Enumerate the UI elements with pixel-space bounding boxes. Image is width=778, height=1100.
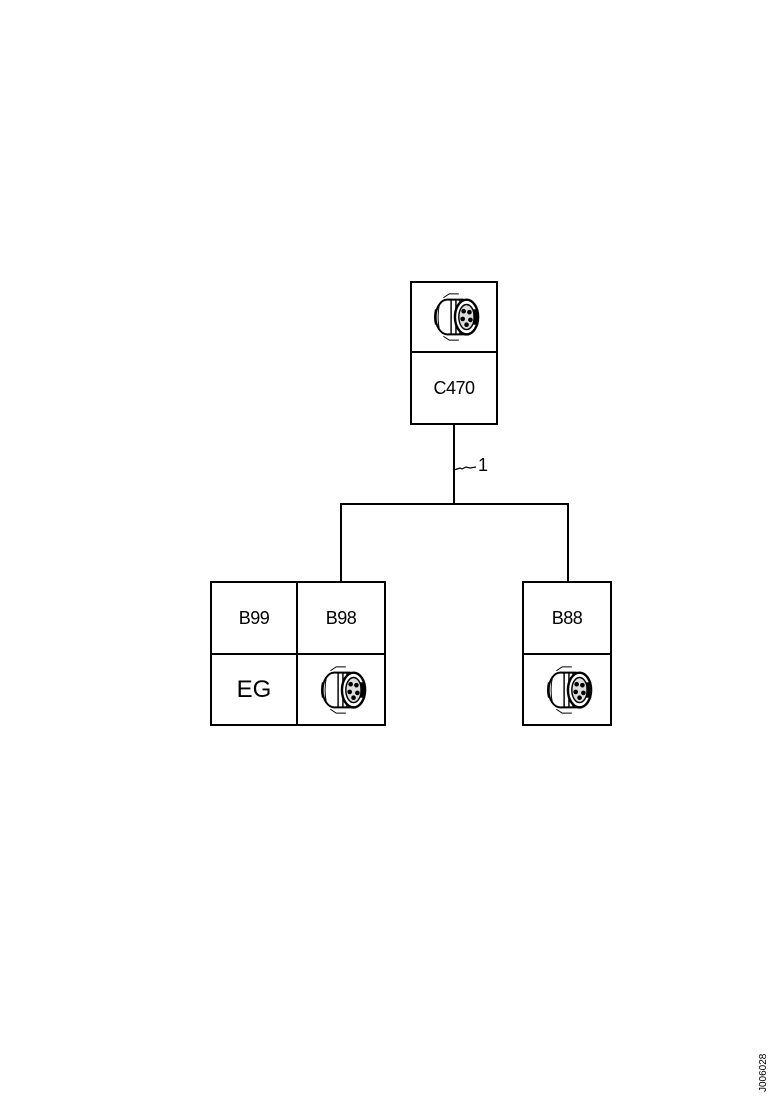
wire-bus: [340, 503, 569, 505]
round-connector-icon: [320, 665, 367, 714]
connector-b88-image-cell: [524, 655, 610, 724]
connector-b98-image-cell: [298, 655, 384, 724]
wire-left-branch: [340, 503, 342, 583]
connector-eg-label: EG: [212, 655, 298, 724]
connector-b88: B88: [522, 581, 612, 726]
connector-b98-label: B98: [298, 583, 384, 655]
wire-label: 1: [478, 455, 489, 475]
figure-id: J006028: [758, 1053, 769, 1092]
wire-label-leader: [453, 466, 477, 471]
wire-trunk: [453, 425, 455, 505]
connector-c470: C470: [410, 281, 498, 425]
round-connector-icon: [433, 292, 480, 342]
connector-group-left: B99 B98 EG: [210, 581, 386, 726]
connector-c470-image-cell: [412, 283, 496, 353]
connector-c470-label: C470: [433, 377, 475, 398]
connector-b88-label: B88: [524, 583, 610, 655]
round-connector-icon: [546, 665, 593, 714]
wire-right-branch: [567, 503, 569, 583]
connector-b99-label: B99: [212, 583, 298, 655]
